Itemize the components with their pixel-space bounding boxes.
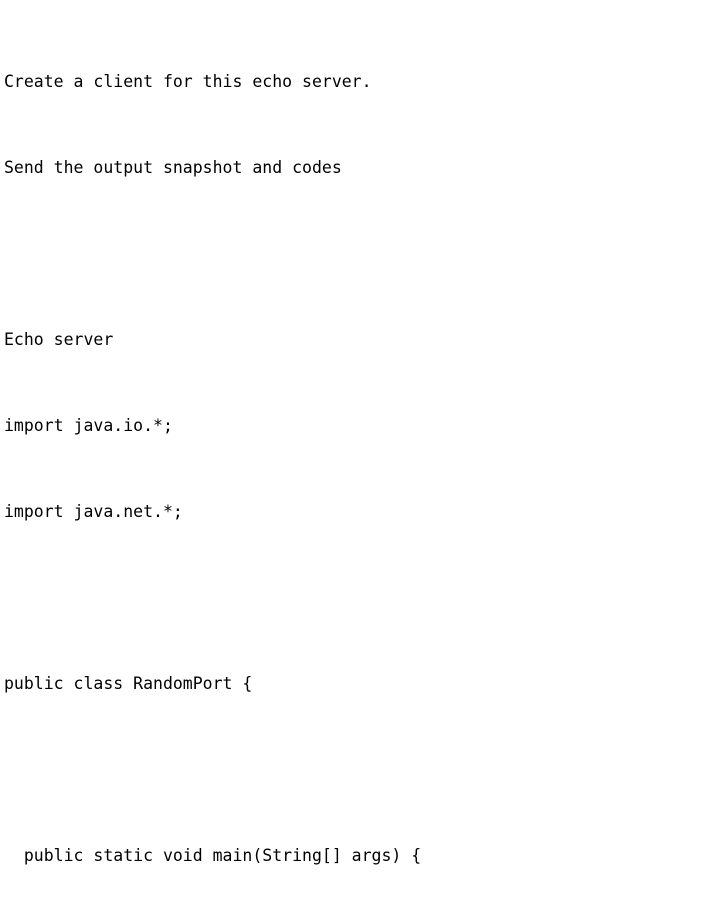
section-heading-echo-server: Echo server (4, 329, 114, 349)
code-line-import-io: import java.io.*; (4, 415, 173, 435)
code-line-import-net: import java.net.*; (4, 501, 183, 521)
blank-line-2 (4, 587, 728, 609)
blank-line-1 (4, 243, 728, 265)
code-line-main-method: public static void main(String[] args) { (4, 845, 422, 865)
blank-line-3 (4, 759, 728, 781)
document-page: Create a client for this echo server. Se… (4, 71, 422, 865)
prompt-line-1: Create a client for this echo server. (4, 71, 372, 91)
prompt-line-2: Send the output snapshot and codes (4, 157, 342, 177)
code-line-class-declaration: public class RandomPort { (4, 673, 253, 693)
plain-text-content: Create a client for this echo server. Se… (4, 6, 728, 910)
